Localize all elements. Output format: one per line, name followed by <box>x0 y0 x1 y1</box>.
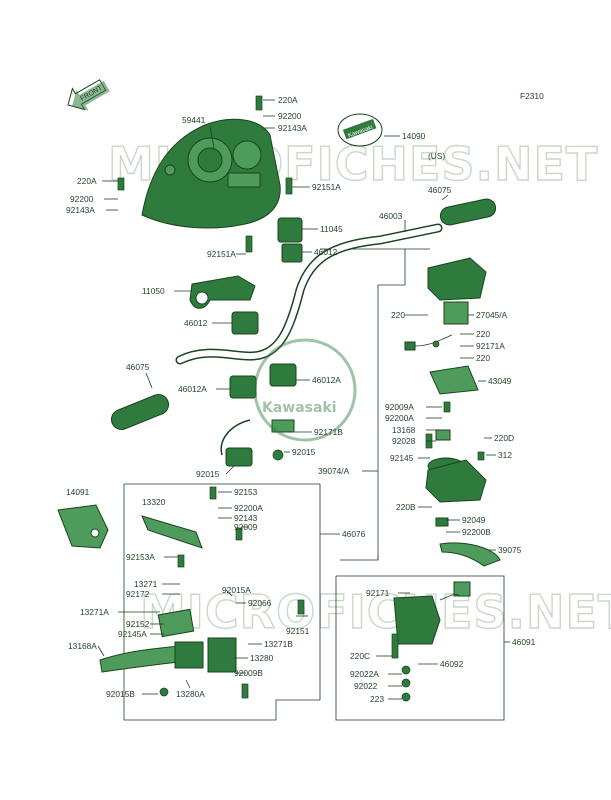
label-13280: 13280 <box>250 653 274 663</box>
label-14091: 14091 <box>66 487 90 497</box>
label-220-c: 220 <box>476 353 490 363</box>
label-92171a: 92171A <box>476 341 505 351</box>
watermark-bottom: MICROFICHES.NET <box>140 585 611 639</box>
label-13168a: 13168A <box>68 641 97 651</box>
label-92015-b: 92015 <box>196 469 220 479</box>
kawasaki-emblem-watermark: Kawasaki <box>253 338 357 442</box>
leader-lines <box>97 99 510 700</box>
label-46076: 46076 <box>342 529 366 539</box>
label-312: 312 <box>498 450 512 460</box>
label-92015-a: 92015 <box>292 447 316 457</box>
switch-cover-14091-part <box>57 504 109 549</box>
holder-lower-part <box>225 311 297 467</box>
label-39075: 39075 <box>498 545 522 555</box>
label-223: 223 <box>370 694 384 704</box>
label-46092: 46092 <box>440 659 464 669</box>
label-13280a: 13280A <box>176 689 205 699</box>
label-92151a-a: 92151A <box>312 182 341 192</box>
label-92009: 92009 <box>234 522 258 532</box>
label-46012a-right: 46012A <box>312 375 341 385</box>
label-59441: 59441 <box>182 115 206 125</box>
label-92171b: 92171B <box>314 427 343 437</box>
label-13168: 13168 <box>392 425 416 435</box>
label-220b: 220B <box>396 502 416 512</box>
label-92171: 92171 <box>366 588 390 598</box>
label-92009b: 92009B <box>234 668 263 678</box>
emblem-watermark-text: Kawasaki <box>262 400 337 416</box>
throttle-lever-39075-part <box>439 542 501 567</box>
frame-right-assembly <box>320 248 406 561</box>
grip-left-part <box>110 394 170 430</box>
handlebar-part <box>175 223 443 365</box>
label-46075-right: 46075 <box>428 185 452 195</box>
throttle-housing-part <box>425 429 487 527</box>
label-220-b: 220 <box>476 329 490 339</box>
holder-upper-part <box>277 217 303 263</box>
emblem-badge-part: Kawasaki <box>337 113 383 147</box>
lever-holder-part <box>157 608 237 673</box>
meter-cover-part <box>141 118 281 229</box>
label-46012-b: 46012 <box>184 318 208 328</box>
label-13320: 13320 <box>142 497 166 507</box>
figure-code: F2310 <box>520 91 544 101</box>
label-92200a-r: 92200A <box>385 413 414 423</box>
label-92200-top: 92200 <box>278 111 302 121</box>
label-92009a: 92009A <box>385 402 414 412</box>
label-92145a: 92145A <box>118 629 147 639</box>
label-92145: 92145 <box>390 453 414 463</box>
label-13271: 13271 <box>134 579 158 589</box>
label-92200a-l: 92200A <box>234 503 263 513</box>
label-13271a: 13271A <box>80 607 109 617</box>
label-14090: 14090 <box>402 131 426 141</box>
label-92172: 92172 <box>126 589 150 599</box>
cable-line <box>220 419 251 456</box>
label-92066: 92066 <box>248 598 272 608</box>
lever-cover-43049-part <box>429 365 479 395</box>
label-92151a-b: 92151A <box>207 249 236 259</box>
label-13271b: 13271B <box>264 639 293 649</box>
label-92143a-top: 92143A <box>278 123 307 133</box>
label-92022a: 92022A <box>350 669 379 679</box>
label-11050: 11050 <box>142 286 165 296</box>
region-note: (US) <box>428 151 445 161</box>
label-92151: 92151 <box>286 626 310 636</box>
label-220a-left: 220A <box>77 176 97 186</box>
front-arrow-icon: FRONT <box>67 79 110 111</box>
label-220-a: 220 <box>391 310 405 320</box>
label-92022: 92022 <box>354 681 378 691</box>
label-46075-left: 46075 <box>126 362 150 372</box>
frame-switch <box>335 575 505 721</box>
label-46003: 46003 <box>379 211 403 221</box>
label-92200b: 92200B <box>462 527 491 537</box>
label-46091: 46091 <box>512 637 536 647</box>
label-39074a: 39074/A <box>318 466 350 476</box>
label-11045: 11045 <box>320 224 343 234</box>
label-27045a: 27045/A <box>476 310 508 320</box>
label-220d: 220D <box>494 433 514 443</box>
frame-left-lever <box>123 483 321 721</box>
label-92028: 92028 <box>392 436 416 446</box>
part-labels: 59441 220A 92200 92143A 14090 220A 92200… <box>66 95 536 704</box>
label-92152: 92152 <box>126 619 150 629</box>
label-92200-left: 92200 <box>70 194 94 204</box>
label-92049: 92049 <box>462 515 486 525</box>
lever-13320-part <box>141 515 203 549</box>
label-92153: 92153 <box>234 487 258 497</box>
label-220a-top: 220A <box>278 95 298 105</box>
label-46012-a: 46012 <box>314 247 338 257</box>
label-43049: 43049 <box>488 376 512 386</box>
label-92015a: 92015A <box>222 585 251 595</box>
bracket-11050-part <box>189 275 256 309</box>
label-92143: 92143 <box>234 513 258 523</box>
grip-right-part <box>439 198 497 226</box>
label-92015b: 92015B <box>106 689 135 699</box>
switch-46091-part <box>393 581 471 645</box>
label-92153a: 92153A <box>126 552 155 562</box>
label-92143a-left: 92143A <box>66 205 95 215</box>
label-220c: 220C <box>350 651 370 661</box>
label-46012a-left: 46012A <box>178 384 207 394</box>
throttle-switch-part <box>404 257 487 351</box>
